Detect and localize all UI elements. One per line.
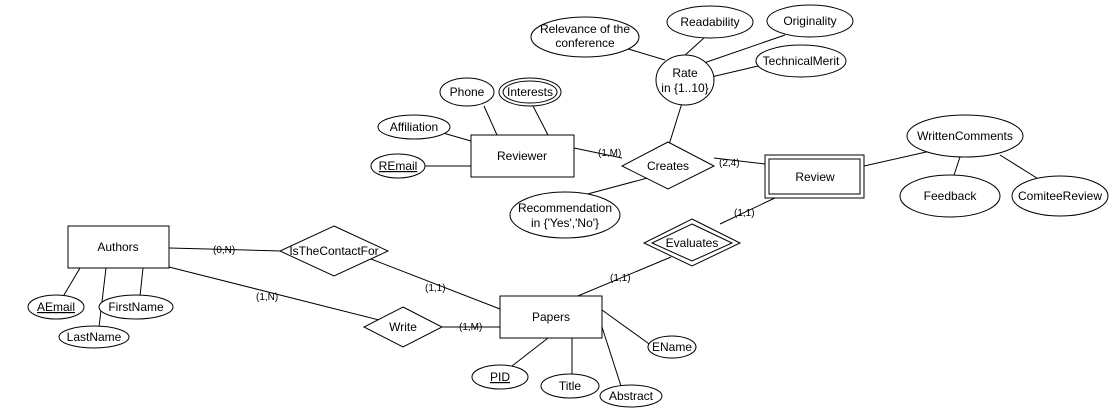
attribute-label: Readability [680, 15, 739, 29]
line-authors-firstname [139, 267, 144, 297]
entity-label: Papers [532, 310, 570, 324]
cardinality-reviewer-creates: (1,M) [598, 148, 621, 159]
line-rate-technicalmerit [706, 65, 759, 79]
line-writtencomments-feedback [952, 156, 961, 179]
cardinality-review-evaluates: (1,1) [734, 208, 755, 219]
line-evaluates-papers [572, 256, 672, 299]
line-rate-creates [667, 102, 683, 149]
line-rate-readability [682, 36, 706, 58]
entity-papers: Papers [499, 295, 603, 339]
attribute-abstract: Abstract [599, 384, 663, 408]
line-creates-review [713, 157, 766, 165]
line-authors-aemail [63, 267, 81, 296]
attribute-feedback: Feedback [899, 174, 1001, 218]
line-authors-lastname [98, 267, 107, 328]
entity-review-weak: Review [764, 154, 865, 199]
attribute-interests: Interests [498, 77, 562, 107]
cardinality-authors-write: (1,N) [256, 292, 278, 303]
cardinality-contact-papers: (1,1) [425, 283, 446, 294]
attribute-label: WrittenComments [917, 129, 1013, 143]
line-authors-contact [168, 247, 282, 252]
line-reviewer-creates [573, 147, 623, 159]
line-writtencomments-comitteereview [999, 154, 1041, 181]
entity-label: Review [795, 170, 835, 184]
relationship-label: Write [389, 320, 417, 334]
attribute-affiliation: Affiliation [377, 114, 451, 140]
line-papers-ename [601, 309, 653, 347]
attribute-label: PID [490, 370, 510, 384]
attribute-recommendation: Recommendation in {'Yes','No'} [509, 191, 621, 239]
cardinality-labels: (1,M) (2,4) (1,1) (1,1) (0,N) (1,1) (1,N… [213, 148, 755, 333]
line-papers-pid [511, 337, 549, 367]
entity-authors: Authors [67, 225, 170, 269]
attribute-label: LastName [67, 330, 122, 344]
entity-label: Reviewer [497, 149, 547, 163]
relationship-creates: Creates [620, 141, 716, 190]
connector-lines [63, 34, 1041, 387]
attribute-aemail: AEmail [27, 294, 85, 320]
attribute-label: Relevance of the [540, 22, 630, 36]
attribute-label: REmail [379, 159, 418, 173]
attribute-label: Originality [783, 14, 836, 28]
line-rate-relevance [624, 47, 666, 61]
attribute-label: conference [555, 36, 615, 50]
attribute-title: Title [540, 373, 600, 399]
attribute-label: Recommendation [518, 201, 612, 215]
attribute-rate: Rate in {1..10} [655, 54, 715, 106]
cardinality-evaluates-papers: (1,1) [610, 273, 631, 284]
attribute-label: Phone [450, 85, 485, 99]
line-contact-papers [370, 258, 501, 310]
line-review-evaluates [719, 196, 778, 225]
attribute-originality: Originality [766, 4, 854, 38]
attribute-relevance: Relevance of the conference [530, 16, 640, 58]
attribute-label: Feedback [924, 189, 978, 203]
attribute-label: in {1..10} [661, 81, 708, 95]
attribute-label: TechnicalMerit [763, 54, 840, 68]
line-authors-write [168, 266, 384, 322]
attribute-ename: EName [647, 335, 697, 359]
line-reviewer-interests [532, 105, 549, 136]
attribute-label: Affiliation [390, 120, 438, 134]
relationship-write: Write [362, 306, 444, 348]
attribute-phone: Phone [439, 77, 495, 107]
attribute-lastname: LastName [58, 325, 130, 349]
attribute-writtencomments: WrittenComments [906, 114, 1024, 158]
attribute-label: FirstName [108, 300, 164, 314]
attribute-label: in {'Yes','No'} [531, 216, 599, 230]
line-papers-abstract [601, 326, 622, 387]
cardinality-authors-contact: (0,N) [213, 245, 235, 256]
relationship-label: Evaluates [666, 236, 719, 250]
entity-reviewer: Reviewer [470, 134, 575, 178]
relationship-label: Creates [647, 159, 689, 173]
attribute-label: Rate [672, 66, 698, 80]
relationship-label: IsTheContactFor [289, 244, 378, 258]
line-reviewer-phone [483, 105, 498, 136]
line-rate-originality [700, 34, 786, 65]
attribute-pid: PID [471, 364, 529, 390]
attribute-label: Abstract [609, 389, 654, 403]
attribute-label: Title [559, 379, 582, 393]
cardinality-write-papers: (1,M) [459, 322, 482, 333]
attribute-label: ComiteeReview [1018, 189, 1102, 203]
cardinality-creates-review: (2,4) [719, 158, 740, 169]
attribute-readability: Readability [666, 5, 754, 39]
attribute-label: EName [652, 340, 692, 354]
attribute-firstname: FirstName [98, 294, 174, 320]
attribute-comitteereview: ComiteeReview [1011, 175, 1109, 217]
attribute-label: Interests [507, 85, 553, 99]
relationship-evaluates-identifying: Evaluates [642, 218, 742, 267]
attribute-remail: REmail [370, 153, 426, 179]
attribute-technicalmerit: TechnicalMerit [755, 44, 847, 78]
line-reviewer-affiliation [442, 132, 472, 142]
line-creates-recommendation [579, 175, 656, 197]
relationship-isthecontactfor: IsTheContactFor [278, 225, 390, 277]
entity-label: Authors [97, 240, 138, 254]
attribute-label: AEmail [37, 300, 75, 314]
line-review-writtencomments [863, 149, 936, 167]
